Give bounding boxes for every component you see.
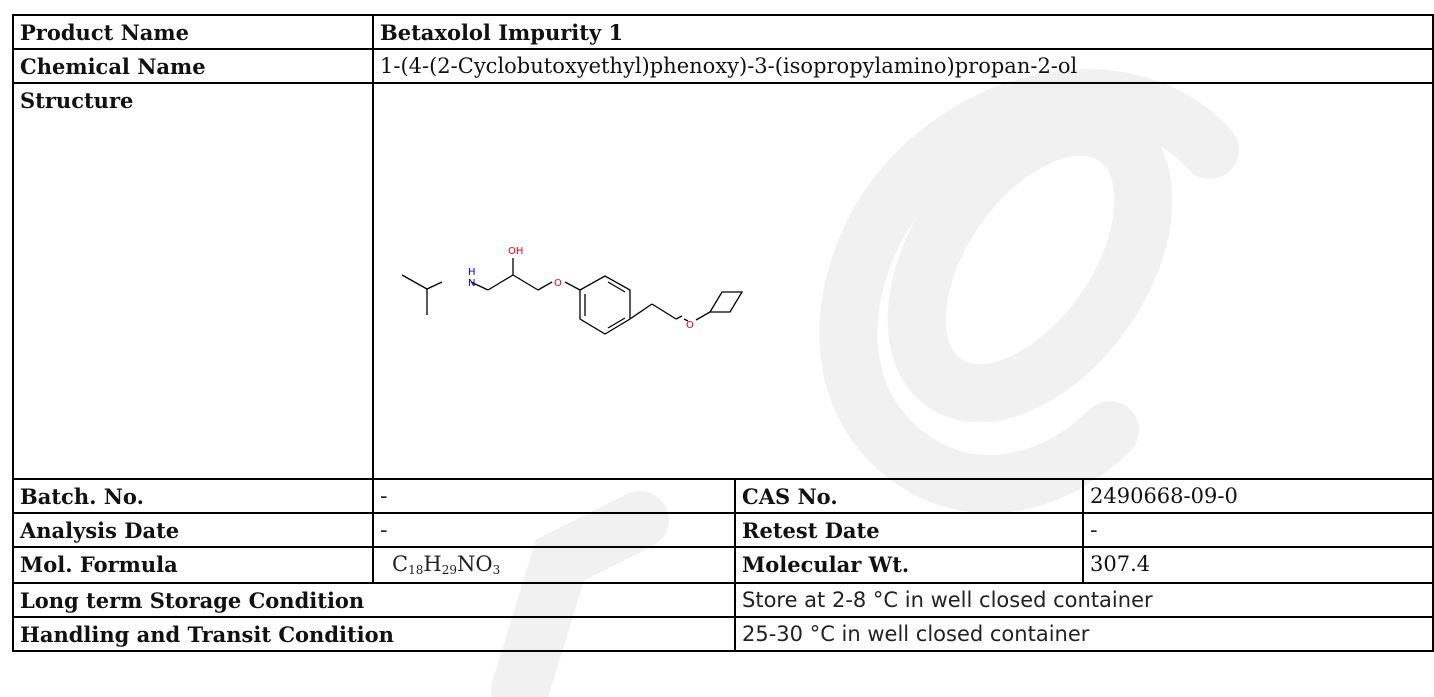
hydroxyl-label: OH <box>508 246 523 257</box>
mol-formula-value: C18H29NO3 <box>372 546 736 584</box>
retest-date-label: Retest Date <box>734 512 1084 548</box>
transit-condition-value: 25-30 °C in well closed container <box>734 616 1434 652</box>
batch-no-value: - <box>372 478 736 514</box>
molecular-wt-label: Molecular Wt. <box>734 546 1084 584</box>
batch-no-label: Batch. No. <box>12 478 374 514</box>
chemical-name-value: 1-(4-(2-Cyclobutoxyethyl)phenoxy)-3-(iso… <box>372 48 1434 84</box>
formula-o-count: 3 <box>492 563 501 577</box>
amine-h-label: H <box>468 267 476 278</box>
mol-formula-label: Mol. Formula <box>12 546 374 584</box>
formula-c: C <box>392 552 409 576</box>
product-name-value: Betaxolol Impurity 1 <box>372 14 1434 50</box>
cas-no-label: CAS No. <box>734 478 1084 514</box>
retest-date-value: - <box>1082 512 1434 548</box>
formula-h-count: 29 <box>441 563 457 577</box>
product-name-label: Product Name <box>12 14 374 50</box>
formula-c-count: 18 <box>408 563 424 577</box>
cas-no-value: 2490668-09-0 <box>1082 478 1434 514</box>
structure-diagram: OH H N O <box>401 246 683 335</box>
coa-table: Product Name Betaxolol Impurity 1 Chemic… <box>12 14 1434 697</box>
storage-condition-value: Store at 2-8 °C in well closed container <box>734 582 1434 618</box>
amine-label: N <box>468 278 475 289</box>
molecular-wt-value: 307.4 <box>1082 546 1434 584</box>
chemical-name-label: Chemical Name <box>12 48 374 84</box>
cyclobutoxy-fragment: O <box>684 291 744 331</box>
ether-oxygen-2-label: O <box>686 320 694 331</box>
formula-no: NO <box>456 552 493 576</box>
analysis-date-value: - <box>372 512 736 548</box>
formula-h: H <box>423 552 442 576</box>
analysis-date-label: Analysis Date <box>12 512 374 548</box>
ether-oxygen-label: O <box>554 278 562 289</box>
structure-label: Structure <box>12 82 374 480</box>
transit-condition-label: Handling and Transit Condition <box>12 616 736 652</box>
storage-condition-label: Long term Storage Condition <box>12 582 736 618</box>
